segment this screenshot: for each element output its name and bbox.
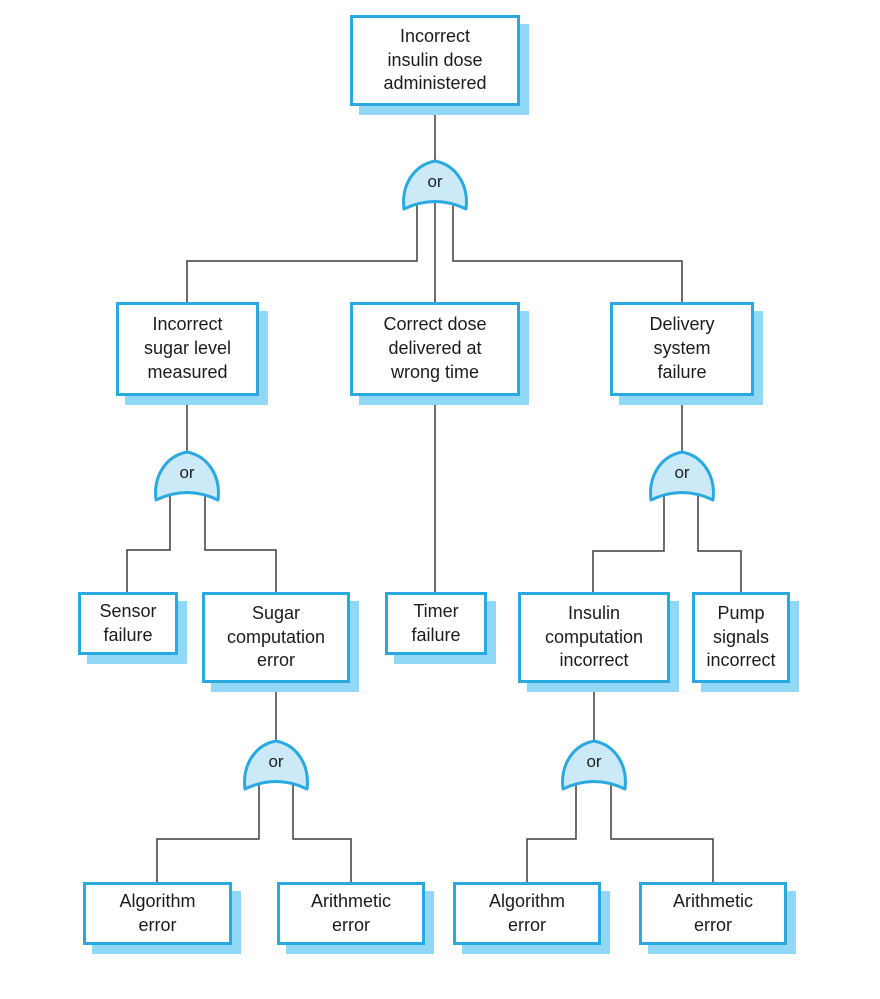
- node-arithmetic-error-right-label: Arithmetic error: [672, 890, 753, 935]
- node-timer-failure-label: Timer failure: [411, 600, 461, 645]
- or-gate-icon: [561, 739, 627, 791]
- wire-sugarcompgate-to-algorithm: [156, 778, 260, 882]
- node-sugar-computation-error: Sugar computation error: [202, 592, 350, 683]
- node-sugar-computation-error-label: Sugar computation error: [226, 602, 326, 671]
- node-insulin-computation-incorrect: Insulin computation incorrect: [518, 592, 670, 683]
- node-algorithm-error-left: Algorithm error: [83, 882, 232, 945]
- node-arithmetic-error-left: Arithmetic error: [277, 882, 425, 945]
- wire-deliverygate-to-insulin-comp: [592, 488, 665, 592]
- or-gate-sugar-level: or: [153, 449, 221, 503]
- wire-sugargate-to-sensor: [126, 488, 171, 592]
- wire-insulincompgate-to-algorithm: [526, 778, 577, 882]
- or-gate-icon: [402, 159, 468, 211]
- or-gate-icon: [243, 739, 309, 791]
- node-incorrect-insulin-dose-label: Incorrect insulin dose administered: [383, 25, 487, 94]
- node-insulin-computation-incorrect-label: Insulin computation incorrect: [544, 602, 644, 671]
- or-gate-insulin-computation-label: or: [586, 751, 602, 771]
- node-correct-dose-wrong-time-label: Correct dose delivered at wrong time: [383, 314, 487, 382]
- node-algorithm-error-right: Algorithm error: [453, 882, 601, 945]
- or-gate-sugar-computation: or: [242, 738, 310, 792]
- or-gate-icon: [649, 450, 715, 502]
- wire-deliverygate-to-pump: [697, 488, 742, 592]
- or-gate-top: or: [401, 158, 469, 212]
- or-gate-icon: [154, 450, 220, 502]
- node-delivery-system-failure: Delivery system failure: [610, 302, 754, 396]
- node-incorrect-sugar-level: Incorrect sugar level measured: [116, 302, 259, 396]
- or-gate-top-label: or: [427, 171, 443, 191]
- wire-insulincompgate-to-arithmetic: [610, 778, 714, 882]
- wire-topgate-to-delivery: [452, 196, 683, 302]
- or-gate-sugar-computation-label: or: [268, 751, 284, 771]
- wire-sugargate-to-sugar-comp: [204, 488, 277, 592]
- node-incorrect-sugar-level-label: Incorrect sugar level measured: [143, 314, 232, 382]
- wire-sugarcompgate-to-arithmetic: [292, 778, 352, 882]
- node-pump-signals-incorrect-label: Pump signals incorrect: [706, 602, 776, 671]
- wire-topgate-to-sugar-level: [186, 196, 418, 302]
- or-gate-sugar-level-label: or: [179, 462, 195, 482]
- node-timer-failure: Timer failure: [385, 592, 487, 655]
- or-gate-insulin-computation: or: [560, 738, 628, 792]
- node-sensor-failure-label: Sensor failure: [99, 600, 157, 645]
- node-sensor-failure: Sensor failure: [78, 592, 178, 655]
- node-algorithm-error-left-label: Algorithm error: [119, 890, 196, 935]
- node-incorrect-insulin-dose: Incorrect insulin dose administered: [350, 15, 520, 106]
- node-correct-dose-wrong-time: Correct dose delivered at wrong time: [350, 302, 520, 396]
- node-delivery-system-failure-label: Delivery system failure: [649, 314, 715, 382]
- node-algorithm-error-right-label: Algorithm error: [488, 890, 566, 935]
- or-gate-delivery-label: or: [674, 462, 690, 482]
- node-pump-signals-incorrect: Pump signals incorrect: [692, 592, 790, 683]
- or-gate-delivery: or: [648, 449, 716, 503]
- node-arithmetic-error-left-label: Arithmetic error: [310, 890, 391, 935]
- node-arithmetic-error-right: Arithmetic error: [639, 882, 787, 945]
